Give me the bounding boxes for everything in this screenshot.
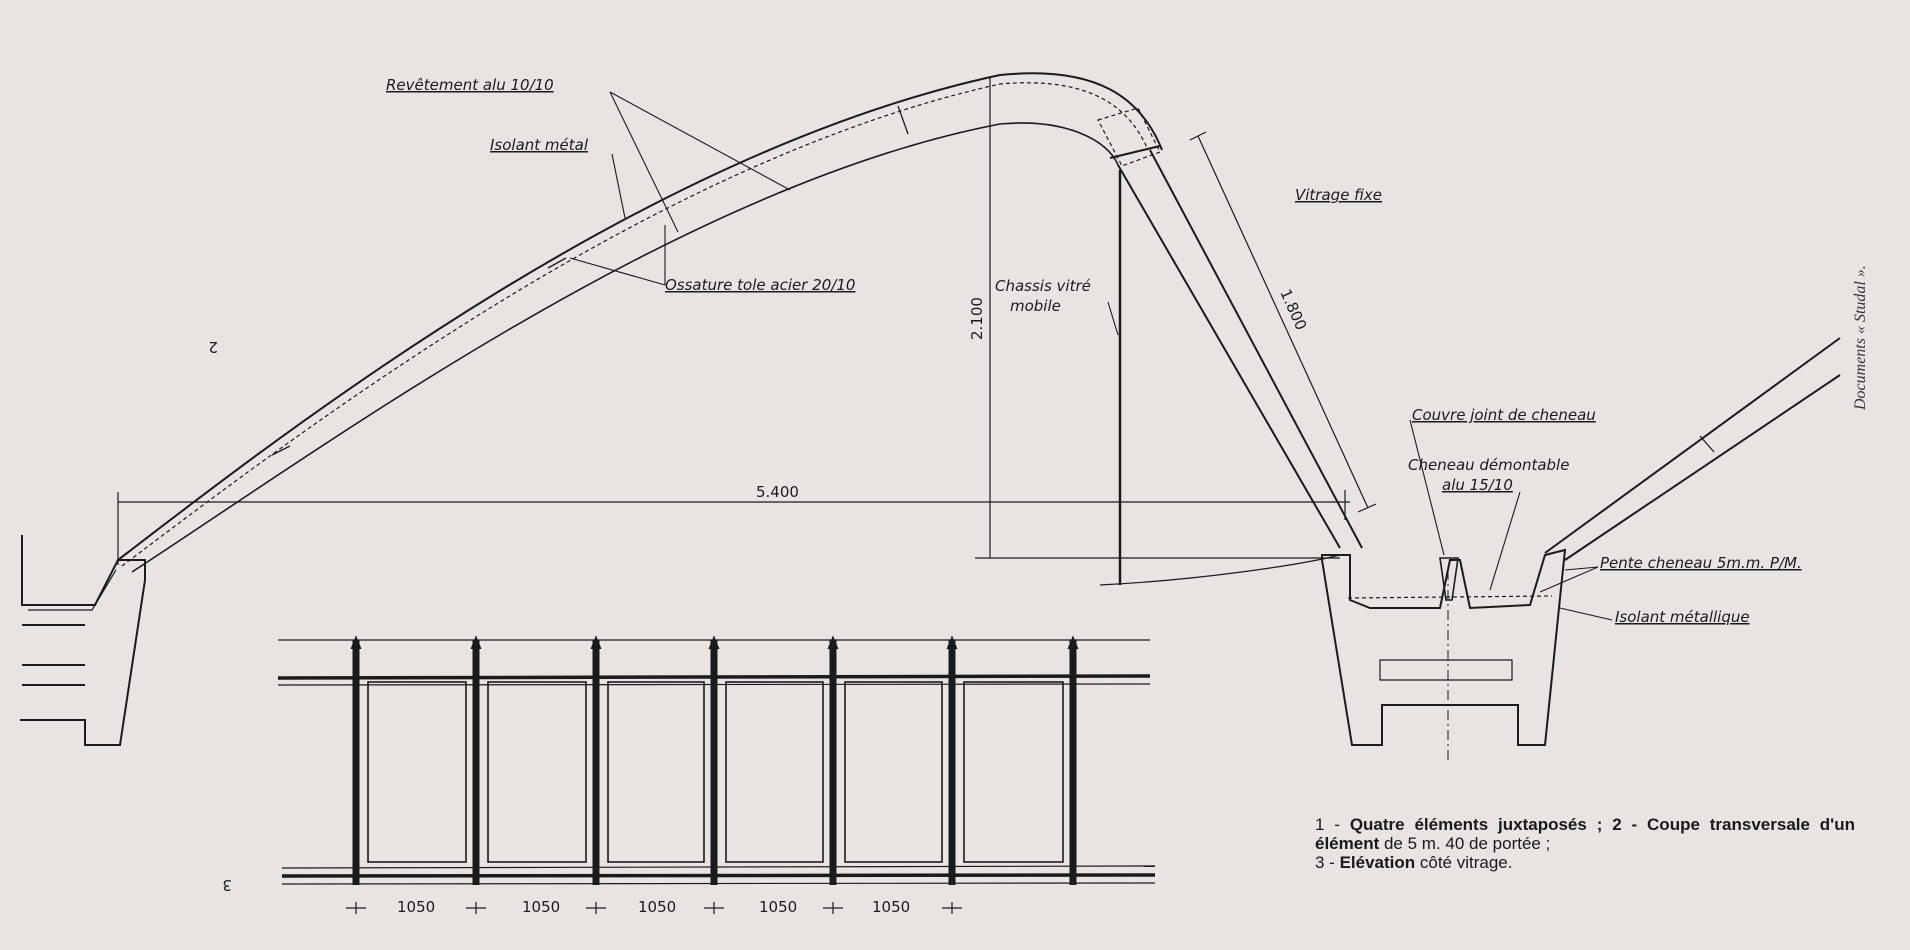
dimension-span: 5.400 <box>756 483 799 501</box>
right-gutter <box>1321 548 1567 746</box>
glazed-panel <box>844 681 943 863</box>
figure-caption: 1 - Quatre éléments juxtaposés ; 2 - Cou… <box>1315 815 1855 872</box>
label-couvre-joint: Couvre joint de cheneau <box>1412 406 1596 424</box>
mullions <box>350 635 1079 885</box>
next-element-roof <box>1544 337 1841 561</box>
glazed-panel <box>487 681 587 863</box>
figure-number-3: 3 <box>222 876 232 894</box>
label-isolant-metal: Isolant métal <box>490 136 589 154</box>
roof-insulation <box>121 82 1149 567</box>
elevation <box>277 635 1156 914</box>
label-isolant-metallique: Isolant métallique <box>1615 608 1750 626</box>
cross-section <box>20 72 1841 760</box>
left-gutter <box>20 535 146 746</box>
label-pente: Pente cheneau 5m.m. P/M. <box>1600 554 1802 572</box>
label-chassis-1: Chassis vitré <box>995 277 1091 295</box>
glazed-panel <box>725 681 824 863</box>
label-chassis-2: mobile <box>1010 297 1061 315</box>
caption-bold-2: Elévation <box>1339 853 1416 872</box>
glazed-panel <box>963 681 1064 863</box>
label-vitrage: Vitrage fixe <box>1295 186 1382 204</box>
bay-width-5: 1050 <box>872 898 910 916</box>
gutter-joint-cover <box>1439 557 1459 601</box>
label-cheneau-1: Cheneau démontable <box>1408 456 1569 474</box>
label-revetement: Revêtement alu 10/10 <box>386 76 554 94</box>
glazing-dimension-line <box>1189 131 1377 513</box>
glazed-panel <box>607 681 705 863</box>
dimension-glazing: 1.800 <box>1276 286 1310 333</box>
glazed-panels <box>367 681 1064 863</box>
roof-inner-skin <box>131 122 1119 573</box>
roof-outer-skin <box>117 72 1161 561</box>
bay-dimension-ticks <box>346 902 962 914</box>
bay-width-1: 1050 <box>397 898 435 916</box>
caption-bold-1: Quatre éléments juxtaposés ; 2 - Coupe t… <box>1315 815 1855 853</box>
bay-width-3: 1050 <box>638 898 676 916</box>
source-credit: Documents « Studal ». <box>1852 265 1869 410</box>
caption-num-1: 1 - <box>1315 815 1350 834</box>
dimension-height: 2.100 <box>968 297 986 340</box>
caption-num-2: 3 - <box>1315 853 1340 872</box>
glazing-frame <box>1109 144 1363 549</box>
label-ossature: Ossature tole acier 20/10 <box>665 276 855 294</box>
label-cheneau-2: alu 15/10 <box>1442 476 1513 494</box>
bay-width-2: 1050 <box>522 898 560 916</box>
caption-rest-2: côté vitrage. <box>1415 853 1513 872</box>
glazed-panel <box>367 681 467 863</box>
caption-rest-1: de 5 m. 40 de portée ; <box>1379 834 1551 853</box>
figure-number-2: 2 <box>208 338 218 356</box>
bay-width-4: 1050 <box>759 898 797 916</box>
